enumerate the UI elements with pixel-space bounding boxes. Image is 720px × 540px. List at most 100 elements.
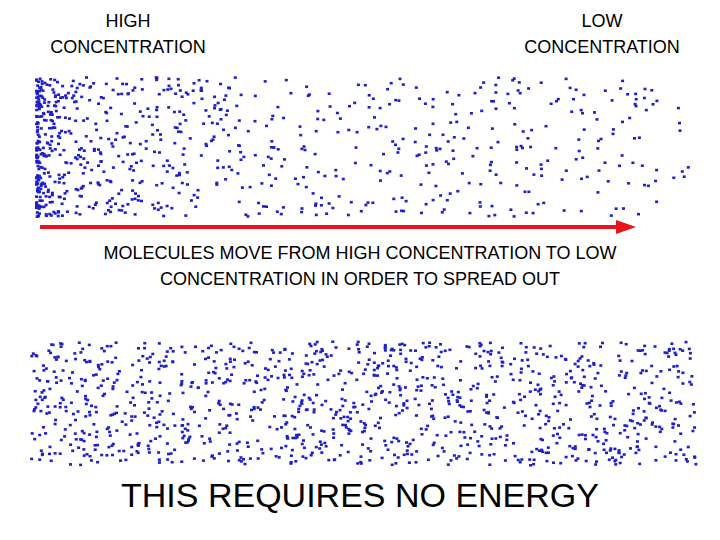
molecule-dot — [597, 440, 600, 443]
molecule-dot — [36, 101, 39, 104]
molecule-dot — [631, 420, 634, 423]
molecule-dot — [168, 392, 171, 395]
molecule-dot — [146, 357, 149, 360]
molecule-dot — [370, 400, 373, 403]
molecule-dot — [370, 437, 373, 440]
molecule-dot — [561, 178, 564, 181]
molecule-dot — [577, 138, 580, 141]
molecule-dot — [224, 178, 227, 181]
molecule-dot — [499, 427, 502, 430]
molecule-dot — [54, 148, 57, 151]
molecule-dot — [123, 136, 126, 139]
molecule-dot — [209, 440, 212, 443]
molecule-dot — [332, 428, 335, 431]
molecule-dot — [481, 367, 484, 370]
molecule-dot — [682, 453, 685, 456]
molecule-dot — [405, 361, 408, 364]
molecule-dot — [64, 406, 67, 409]
molecule-dot — [584, 342, 587, 345]
molecule-dot — [513, 77, 516, 80]
molecule-dot — [215, 351, 218, 354]
molecule-dot — [594, 463, 597, 466]
molecule-dot — [587, 448, 590, 451]
molecule-dot — [204, 109, 207, 112]
molecule-dot — [134, 198, 137, 201]
molecule-dot — [389, 354, 392, 357]
molecule-dot — [158, 151, 161, 154]
molecule-dot — [395, 210, 398, 213]
molecule-dot — [415, 366, 418, 369]
molecule-dot — [594, 377, 597, 380]
molecule-dot — [276, 428, 279, 431]
molecule-dot — [487, 351, 490, 354]
molecule-dot — [235, 412, 238, 415]
molecule-dot — [659, 431, 662, 434]
molecule-dot — [79, 438, 82, 441]
molecule-dot — [37, 160, 40, 163]
molecule-dot — [572, 447, 575, 450]
molecule-dot — [70, 85, 73, 88]
molecule-dot — [97, 102, 100, 105]
molecule-dot — [307, 94, 310, 97]
molecule-dot — [261, 401, 264, 404]
molecule-dot — [406, 449, 409, 452]
molecule-dot — [620, 342, 623, 345]
molecule-dot — [509, 208, 512, 211]
molecule-dot — [193, 194, 196, 197]
molecule-dot — [592, 362, 595, 365]
molecule-dot — [54, 405, 57, 408]
molecule-dot — [558, 426, 561, 429]
molecule-dot — [102, 395, 105, 398]
molecule-dot — [468, 212, 471, 215]
molecule-dot — [677, 424, 680, 427]
molecule-dot — [121, 205, 124, 208]
molecule-dot — [130, 415, 133, 418]
molecule-dot — [634, 452, 637, 455]
molecule-dot — [254, 95, 257, 98]
molecule-dot — [645, 417, 648, 420]
molecule-dot — [231, 403, 234, 406]
molecule-dot — [131, 364, 134, 367]
molecule-dot — [36, 126, 39, 129]
molecule-dot — [501, 365, 504, 368]
molecule-dot — [339, 409, 342, 412]
molecule-dot — [625, 372, 628, 375]
molecule-dot — [412, 439, 415, 442]
molecule-dot — [444, 350, 447, 353]
molecule-dot — [524, 191, 527, 194]
molecule-dot — [654, 345, 657, 348]
molecule-dot — [432, 199, 435, 202]
molecule-dot — [48, 388, 51, 391]
molecule-dot — [61, 214, 64, 217]
molecule-dot — [560, 394, 563, 397]
molecule-dot — [664, 455, 667, 458]
molecule-dot — [342, 178, 345, 181]
molecule-dot — [454, 113, 457, 116]
molecule-dot — [315, 394, 318, 397]
molecule-dot — [614, 459, 617, 462]
molecule-dot — [218, 423, 221, 426]
molecule-dot — [604, 161, 607, 164]
molecule-dot — [250, 409, 253, 412]
direction-arrow-head — [616, 220, 636, 234]
molecule-dot — [228, 166, 231, 169]
molecule-dot — [35, 354, 38, 357]
molecule-dot — [250, 342, 253, 345]
molecule-dot — [298, 405, 301, 408]
molecule-dot — [356, 131, 359, 134]
molecule-dot — [347, 129, 350, 132]
molecule-dot — [317, 171, 320, 174]
molecule-dot — [350, 372, 353, 375]
molecule-dot — [532, 173, 535, 176]
molecule-dot — [54, 452, 57, 455]
molecule-dot — [290, 454, 293, 457]
molecule-dot — [637, 449, 640, 452]
molecule-dot — [115, 341, 118, 344]
molecule-dot — [525, 346, 528, 349]
molecule-dot — [214, 104, 217, 107]
molecule-dot — [178, 172, 181, 175]
molecule-dot — [610, 405, 613, 408]
molecule-dot — [155, 426, 158, 429]
molecule-dot — [474, 92, 477, 95]
molecule-dot — [302, 373, 305, 376]
